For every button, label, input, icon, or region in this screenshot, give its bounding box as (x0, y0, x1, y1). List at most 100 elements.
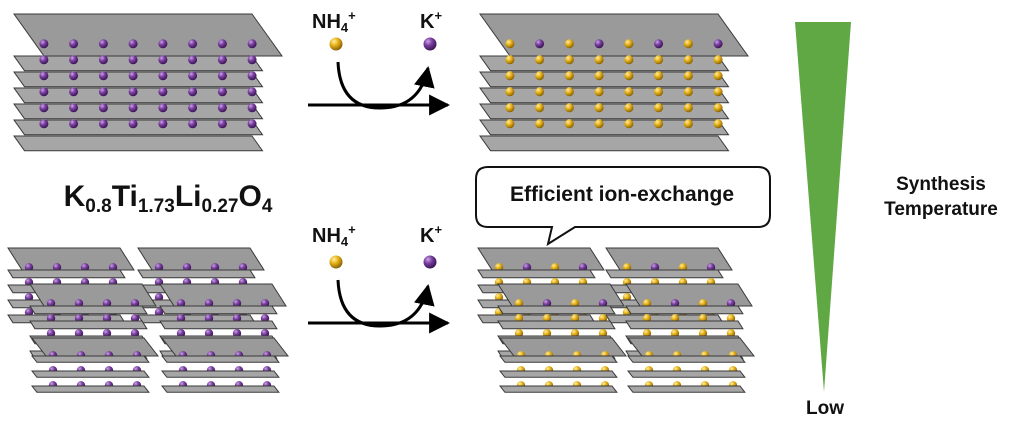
ammonium-ion (698, 314, 708, 323)
potassium-ion (98, 55, 108, 65)
ammonium-ion (570, 329, 580, 338)
synthesis-label-line2: Temperature (884, 199, 998, 220)
ammonium-ion (570, 299, 580, 308)
ammonium-ion (564, 39, 574, 49)
potassium-ion (74, 314, 84, 323)
ammonium-ion (594, 103, 604, 113)
formula-element: Li (174, 180, 202, 213)
ammonium-ion (698, 329, 708, 338)
potassium-ion (217, 71, 227, 81)
ammonium-ion (564, 55, 574, 65)
layer-sheet (498, 355, 618, 363)
potassium-ion (98, 87, 108, 97)
exchanged-stack-large (479, 13, 749, 152)
potassium-ion (217, 119, 227, 129)
potassium-ion (247, 55, 257, 65)
potassium-ion (204, 299, 214, 308)
ammonium-ion (505, 71, 515, 81)
exchange-arrow-top (308, 37, 451, 116)
ammonium-ion (494, 263, 504, 272)
callout-text: Efficient ion-exchange (509, 183, 735, 206)
pristine-crystallite (160, 337, 290, 393)
potassium-ion (176, 314, 186, 323)
ammonium-ion (550, 263, 560, 272)
layer-sheet (498, 337, 628, 357)
ammonium-ion (713, 87, 723, 97)
layer-sheet (625, 305, 744, 315)
potassium-ion (158, 71, 168, 81)
ammonium-ion (698, 299, 708, 308)
ammonium-ion (624, 87, 634, 97)
layer-sheet (477, 269, 596, 279)
layer-sheet (497, 320, 616, 330)
low-label: Low (806, 398, 844, 419)
layer-sheet (497, 283, 625, 307)
potassium-ion (598, 299, 608, 308)
potassium-ion (98, 39, 108, 49)
potassium-ion (39, 55, 49, 65)
layer-sheet (13, 13, 283, 57)
potassium-ion (39, 39, 49, 49)
potassium-ion (188, 87, 198, 97)
layer-sheet (626, 385, 746, 393)
curved-arrow-icon (336, 279, 435, 328)
exchanged-crystallite (498, 337, 628, 393)
potassium-ion (670, 299, 680, 308)
ammonium-ion (713, 119, 723, 129)
potassium-ion (130, 314, 140, 323)
potassium-ion (217, 39, 227, 49)
exchange-arrow-bottom (308, 255, 451, 334)
layer-sheet (159, 283, 287, 307)
potassium-ion (247, 71, 257, 81)
layer-sheet (29, 305, 148, 315)
potassium-ion (69, 103, 79, 113)
ammonium-ion (683, 71, 693, 81)
ammonium-ion (505, 103, 515, 113)
layer-sheet (29, 320, 148, 330)
potassium-ion (128, 71, 138, 81)
potassium-ion (542, 299, 552, 308)
potassium-ion (188, 119, 198, 129)
layer-sheet (30, 337, 160, 357)
potassium-ion (69, 55, 79, 65)
ammonium-ion (622, 263, 632, 272)
ammonium-ion (624, 119, 634, 129)
potassium-ion (204, 314, 214, 323)
ammonium-ion (505, 39, 515, 49)
ammonium-ion (564, 87, 574, 97)
potassium-ion (52, 263, 62, 272)
temperature-gradient-triangle (795, 22, 851, 392)
layer-sheet (498, 370, 618, 378)
potassium-ion (247, 103, 257, 113)
potassium-ion (39, 103, 49, 113)
ammonium-ion (542, 314, 552, 323)
layer-sheet (479, 135, 730, 152)
potassium-ion (232, 299, 242, 308)
potassium-ion (46, 299, 56, 308)
layer-sheet (137, 247, 265, 271)
ammonium-ion (654, 119, 664, 129)
ammonium-ion (535, 55, 545, 65)
potassium-ion (535, 39, 545, 49)
potassium-ion (158, 87, 168, 97)
ammonium-ion (594, 71, 604, 81)
potassium-ion (158, 103, 168, 113)
layer-sheet (625, 283, 753, 307)
ammonium-ion (654, 103, 664, 113)
potassium-ion (128, 39, 138, 49)
ammonium-ion (514, 329, 524, 338)
layer-sheet (159, 320, 278, 330)
potassium-ion-icon (423, 255, 437, 269)
ammonium-ion (535, 71, 545, 81)
layer-sheet (477, 247, 605, 271)
ammonium-ion (598, 329, 608, 338)
layer-sheet (13, 135, 264, 152)
potassium-ion (98, 103, 108, 113)
potassium-ion (210, 263, 220, 272)
ammonium-ion (622, 293, 632, 302)
nh4-label-top: NH4+ (312, 8, 356, 35)
potassium-ion (232, 314, 242, 323)
potassium-ion (154, 263, 164, 272)
ammonium-ion (594, 55, 604, 65)
ammonium-ion (624, 71, 634, 81)
